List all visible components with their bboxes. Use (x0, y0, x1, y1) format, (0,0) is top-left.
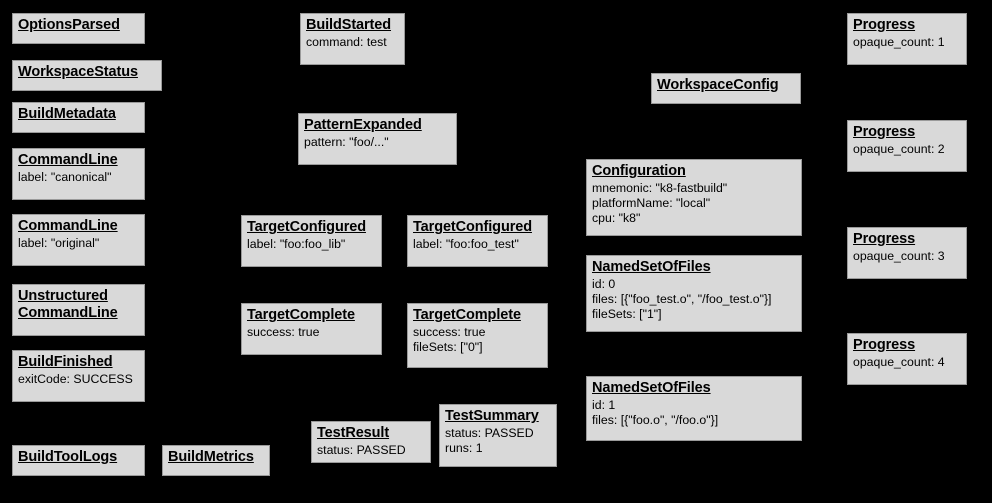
node-title: Progress (853, 17, 916, 33)
node-fields: status: PASSED (317, 443, 406, 457)
node-title: Progress (853, 124, 916, 140)
node-title: BuildToolLogs (18, 449, 118, 465)
node-named-set-of-files-1[interactable]: NamedSetOfFiles id: 1 files: [{"foo.o", "… (586, 376, 802, 441)
node-target-configured-lib[interactable]: TargetConfigured label: "foo:foo_lib" (241, 215, 382, 267)
node-title: Progress (853, 337, 916, 353)
node-title: Unstructured CommandLine (18, 288, 118, 321)
node-fields: id: 1 files: [{"foo.o", "/foo.o"}] (592, 398, 719, 427)
node-progress-2[interactable]: Progress opaque_count: 2 (847, 120, 967, 172)
node-workspace-status[interactable]: WorkspaceStatus (12, 60, 162, 91)
node-title: TestSummary (445, 408, 539, 424)
node-command-line-original[interactable]: CommandLine label: "original" (12, 214, 145, 266)
node-fields: mnemonic: "k8-fastbuild" platformName: "… (592, 181, 728, 225)
node-test-summary[interactable]: TestSummary status: PASSED runs: 1 (439, 404, 557, 467)
node-title: CommandLine (18, 218, 118, 234)
node-target-configured-test[interactable]: TargetConfigured label: "foo:foo_test" (407, 215, 548, 267)
node-title: WorkspaceStatus (18, 64, 138, 80)
node-pattern-expanded[interactable]: PatternExpanded pattern: "foo/..." (298, 113, 457, 165)
node-progress-4[interactable]: Progress opaque_count: 4 (847, 333, 967, 385)
node-title: PatternExpanded (304, 117, 422, 133)
node-title: TestResult (317, 425, 390, 441)
node-fields: opaque_count: 3 (853, 249, 945, 263)
node-title: CommandLine (18, 152, 118, 168)
node-fields: label: "foo:foo_lib" (247, 237, 346, 251)
node-command-line-canonical[interactable]: CommandLine label: "canonical" (12, 148, 145, 200)
node-fields: opaque_count: 4 (853, 355, 945, 369)
node-title: WorkspaceConfig (657, 77, 779, 93)
node-title: TargetConfigured (247, 219, 366, 235)
node-fields: command: test (306, 35, 387, 49)
node-fields: label: "foo:foo_test" (413, 237, 519, 251)
node-workspace-config[interactable]: WorkspaceConfig (651, 73, 801, 104)
node-title: BuildMetadata (18, 106, 116, 122)
node-build-finished[interactable]: BuildFinished exitCode: SUCCESS (12, 350, 145, 402)
node-title: NamedSetOfFiles (592, 259, 711, 275)
node-fields: status: PASSED runs: 1 (445, 426, 534, 455)
node-build-metadata[interactable]: BuildMetadata (12, 102, 145, 133)
node-options-parsed[interactable]: OptionsParsed (12, 13, 145, 44)
node-test-result[interactable]: TestResult status: PASSED (311, 421, 431, 463)
node-fields: success: true fileSets: ["0"] (413, 325, 486, 354)
node-fields: id: 0 files: [{"foo_test.o", "/foo_test.… (592, 277, 772, 321)
node-unstructured-command-line[interactable]: Unstructured CommandLine (12, 284, 145, 336)
node-title: TargetComplete (413, 307, 521, 323)
node-title: BuildStarted (306, 17, 392, 33)
node-named-set-of-files-0[interactable]: NamedSetOfFiles id: 0 files: [{"foo_test.… (586, 255, 802, 332)
node-title: NamedSetOfFiles (592, 380, 711, 396)
node-fields: label: "original" (18, 236, 100, 250)
node-title: TargetConfigured (413, 219, 532, 235)
node-title: TargetComplete (247, 307, 355, 323)
node-title: Configuration (592, 163, 686, 179)
node-fields: success: true (247, 325, 320, 339)
node-fields: label: "canonical" (18, 170, 112, 184)
node-progress-3[interactable]: Progress opaque_count: 3 (847, 227, 967, 279)
node-build-started[interactable]: BuildStarted command: test (300, 13, 405, 65)
node-fields: opaque_count: 2 (853, 142, 945, 156)
node-fields: exitCode: SUCCESS (18, 372, 133, 386)
node-title: Progress (853, 231, 916, 247)
node-build-metrics[interactable]: BuildMetrics (162, 445, 270, 476)
node-fields: pattern: "foo/..." (304, 135, 389, 149)
node-fields: opaque_count: 1 (853, 35, 945, 49)
node-title: OptionsParsed (18, 17, 120, 33)
node-title: BuildMetrics (168, 449, 254, 465)
node-title: BuildFinished (18, 354, 113, 370)
node-progress-1[interactable]: Progress opaque_count: 1 (847, 13, 967, 65)
node-target-complete-test[interactable]: TargetComplete success: true fileSets: ["… (407, 303, 548, 368)
node-build-tool-logs[interactable]: BuildToolLogs (12, 445, 145, 476)
node-target-complete-lib[interactable]: TargetComplete success: true (241, 303, 382, 355)
node-configuration[interactable]: Configuration mnemonic: "k8-fastbuild" pl… (586, 159, 802, 236)
